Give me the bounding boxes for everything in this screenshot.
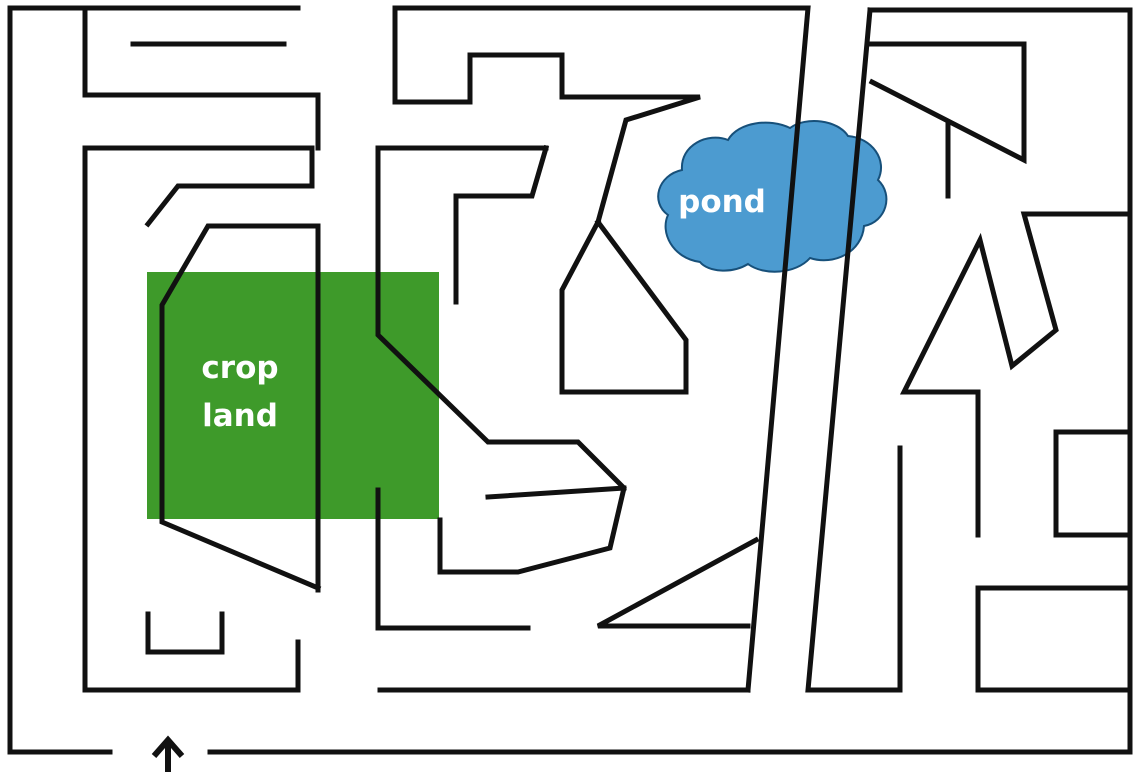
crop-land-region bbox=[147, 272, 439, 519]
crop-land-label-line2: land bbox=[202, 398, 278, 434]
pond-label: pond bbox=[678, 184, 766, 220]
crop-land-label-line1: crop bbox=[201, 350, 278, 386]
up-arrow-icon bbox=[154, 740, 182, 772]
